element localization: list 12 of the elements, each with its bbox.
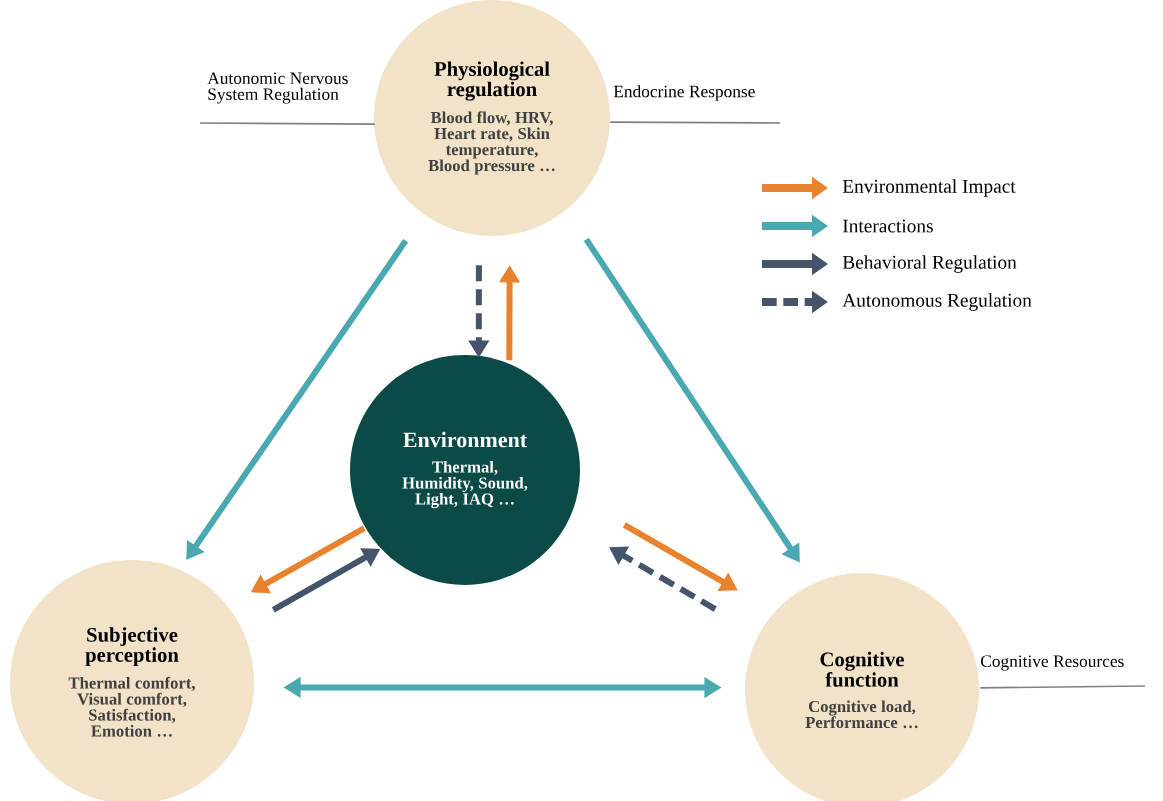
leader-line [199, 122, 376, 125]
legend-label: Interactions [842, 219, 933, 233]
leader-line [979, 685, 1146, 689]
circle-node: Environment Thermal, Humidity, Sound, Light, IAQ … [350, 355, 580, 585]
side-label: Autonomic Nervous System Regulation [207, 72, 348, 104]
legend-label: Behavioral Regulation [842, 255, 1017, 273]
circle-node: Physiological regulation Blood flow, HRV, Heart rate, Skin temperature, Blood pressure … [374, 0, 610, 236]
legend-label: Environmental Impact [842, 179, 1016, 197]
legend-label: Autonomous Regulation [842, 293, 1032, 311]
side-label: Endocrine Response [613, 85, 755, 101]
leader-line [609, 121, 781, 124]
side-label: Cognitive Resources [981, 655, 1124, 671]
